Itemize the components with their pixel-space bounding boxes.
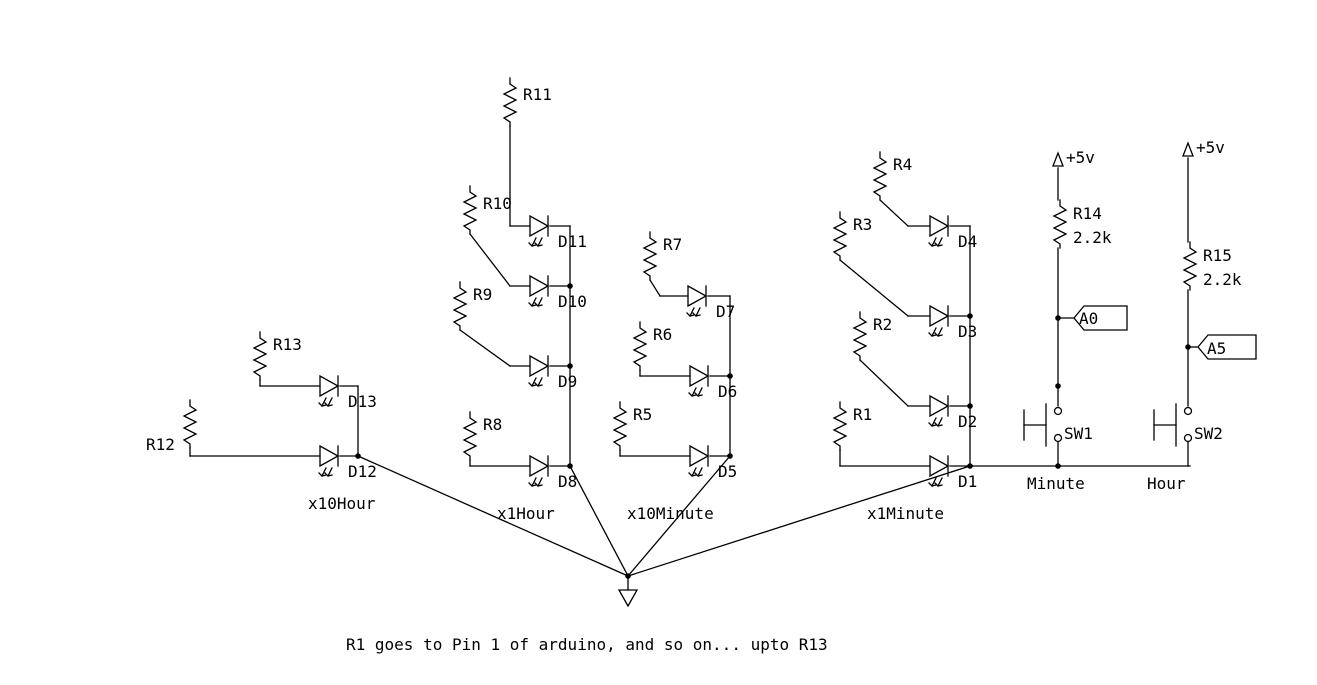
led-label-d2: D2 <box>958 412 977 431</box>
resistor-label-r6: R6 <box>653 325 672 344</box>
group-label-x1hour: x1Hour <box>497 504 555 523</box>
resistor-r3: R3 <box>832 211 872 261</box>
switch-sw2: SW2 <box>1153 403 1223 447</box>
led-label-d4: D4 <box>958 232 977 251</box>
resistor-r5: R5 <box>612 401 652 451</box>
group-label-x1minute: x1Minute <box>867 504 944 523</box>
resistor-label-r11: R11 <box>523 85 552 104</box>
switch-sw1: SW1 <box>1023 403 1093 447</box>
led-d12: D12 <box>318 444 377 481</box>
led-d1: D1 <box>928 454 977 491</box>
resistor-label-r5: R5 <box>633 405 652 424</box>
resistor-label-r14: R14 <box>1073 204 1102 223</box>
resistor-r12: R12 <box>146 399 198 454</box>
sw1-label: SW1 <box>1064 424 1093 443</box>
group-label-x10minute: x10Minute <box>627 504 714 523</box>
led-d2: D2 <box>928 394 977 431</box>
resistor-r6: R6 <box>632 321 672 371</box>
port-a0-label: A0 <box>1079 309 1098 328</box>
led-d8: D8 <box>528 454 577 491</box>
led-label-d1: D1 <box>958 472 977 491</box>
led-d13: D13 <box>318 374 377 411</box>
resistor-r15: R15 <box>1182 241 1232 291</box>
resistor-r14: R14 <box>1052 199 1102 249</box>
led-label-d11: D11 <box>558 232 587 251</box>
led-d5: D5 <box>688 444 737 481</box>
led-d6: D6 <box>688 364 737 401</box>
power-symbol-vcc2: +5v <box>1182 138 1225 157</box>
r14-value: 2.2k <box>1073 228 1112 247</box>
resistor-label-r7: R7 <box>663 235 682 254</box>
port-a5-label: A5 <box>1207 339 1226 358</box>
port-a5: A5 <box>1197 334 1257 360</box>
led-label-d10: D10 <box>558 292 587 311</box>
resistor-label-r1: R1 <box>853 405 872 424</box>
resistor-label-r9: R9 <box>473 285 492 304</box>
vcc2-label: +5v <box>1196 138 1225 157</box>
led-d10: D10 <box>528 274 587 311</box>
led-label-d5: D5 <box>718 462 737 481</box>
group-label-x10hour: x10Hour <box>308 494 376 513</box>
ground-symbol <box>617 589 639 608</box>
led-label-d3: D3 <box>958 322 977 341</box>
sw2-label: SW2 <box>1194 424 1223 443</box>
resistor-r13: R13 <box>252 331 302 381</box>
resistor-r1: R1 <box>832 401 872 451</box>
resistor-r7: R7 <box>642 231 682 281</box>
led-d11: D11 <box>528 214 587 251</box>
led-d9: D9 <box>528 354 577 391</box>
resistor-label-r2: R2 <box>873 315 892 334</box>
junctions <box>355 283 1191 579</box>
r15-value: 2.2k <box>1203 270 1242 289</box>
led-label-d7: D7 <box>716 302 735 321</box>
led-label-d8: D8 <box>558 472 577 491</box>
resistor-label-r15: R15 <box>1203 246 1232 265</box>
group-label-hour: Hour <box>1147 474 1186 493</box>
port-a0: A0 <box>1073 305 1128 331</box>
resistor-r4: R4 <box>872 151 912 201</box>
resistor-r9: R9 <box>452 281 492 331</box>
led-label-d9: D9 <box>558 372 577 391</box>
led-d7: D7 <box>686 284 735 321</box>
resistor-label-r4: R4 <box>893 155 912 174</box>
vcc1-label: +5v <box>1066 148 1095 167</box>
power-symbol-vcc1: +5v <box>1052 148 1095 167</box>
resistor-label-r10: R10 <box>483 194 512 213</box>
resistor-label-r8: R8 <box>483 415 502 434</box>
wiring <box>189 125 1199 608</box>
resistor-label-r12: R12 <box>146 435 175 454</box>
resistor-label-r3: R3 <box>853 215 872 234</box>
resistor-r11: R11 <box>502 77 552 127</box>
resistor-label-r13: R13 <box>273 335 302 354</box>
led-label-d13: D13 <box>348 392 377 411</box>
led-d4: D4 <box>928 214 977 251</box>
led-d3: D3 <box>928 304 977 341</box>
resistor-r2: R2 <box>852 311 892 361</box>
schematic-note: R1 goes to Pin 1 of arduino, and so on..… <box>346 635 828 654</box>
resistor-r8: R8 <box>462 411 502 461</box>
led-label-d6: D6 <box>718 382 737 401</box>
group-label-minute: Minute <box>1027 474 1085 493</box>
led-label-d12: D12 <box>348 462 377 481</box>
resistor-r10: R10 <box>462 185 512 235</box>
